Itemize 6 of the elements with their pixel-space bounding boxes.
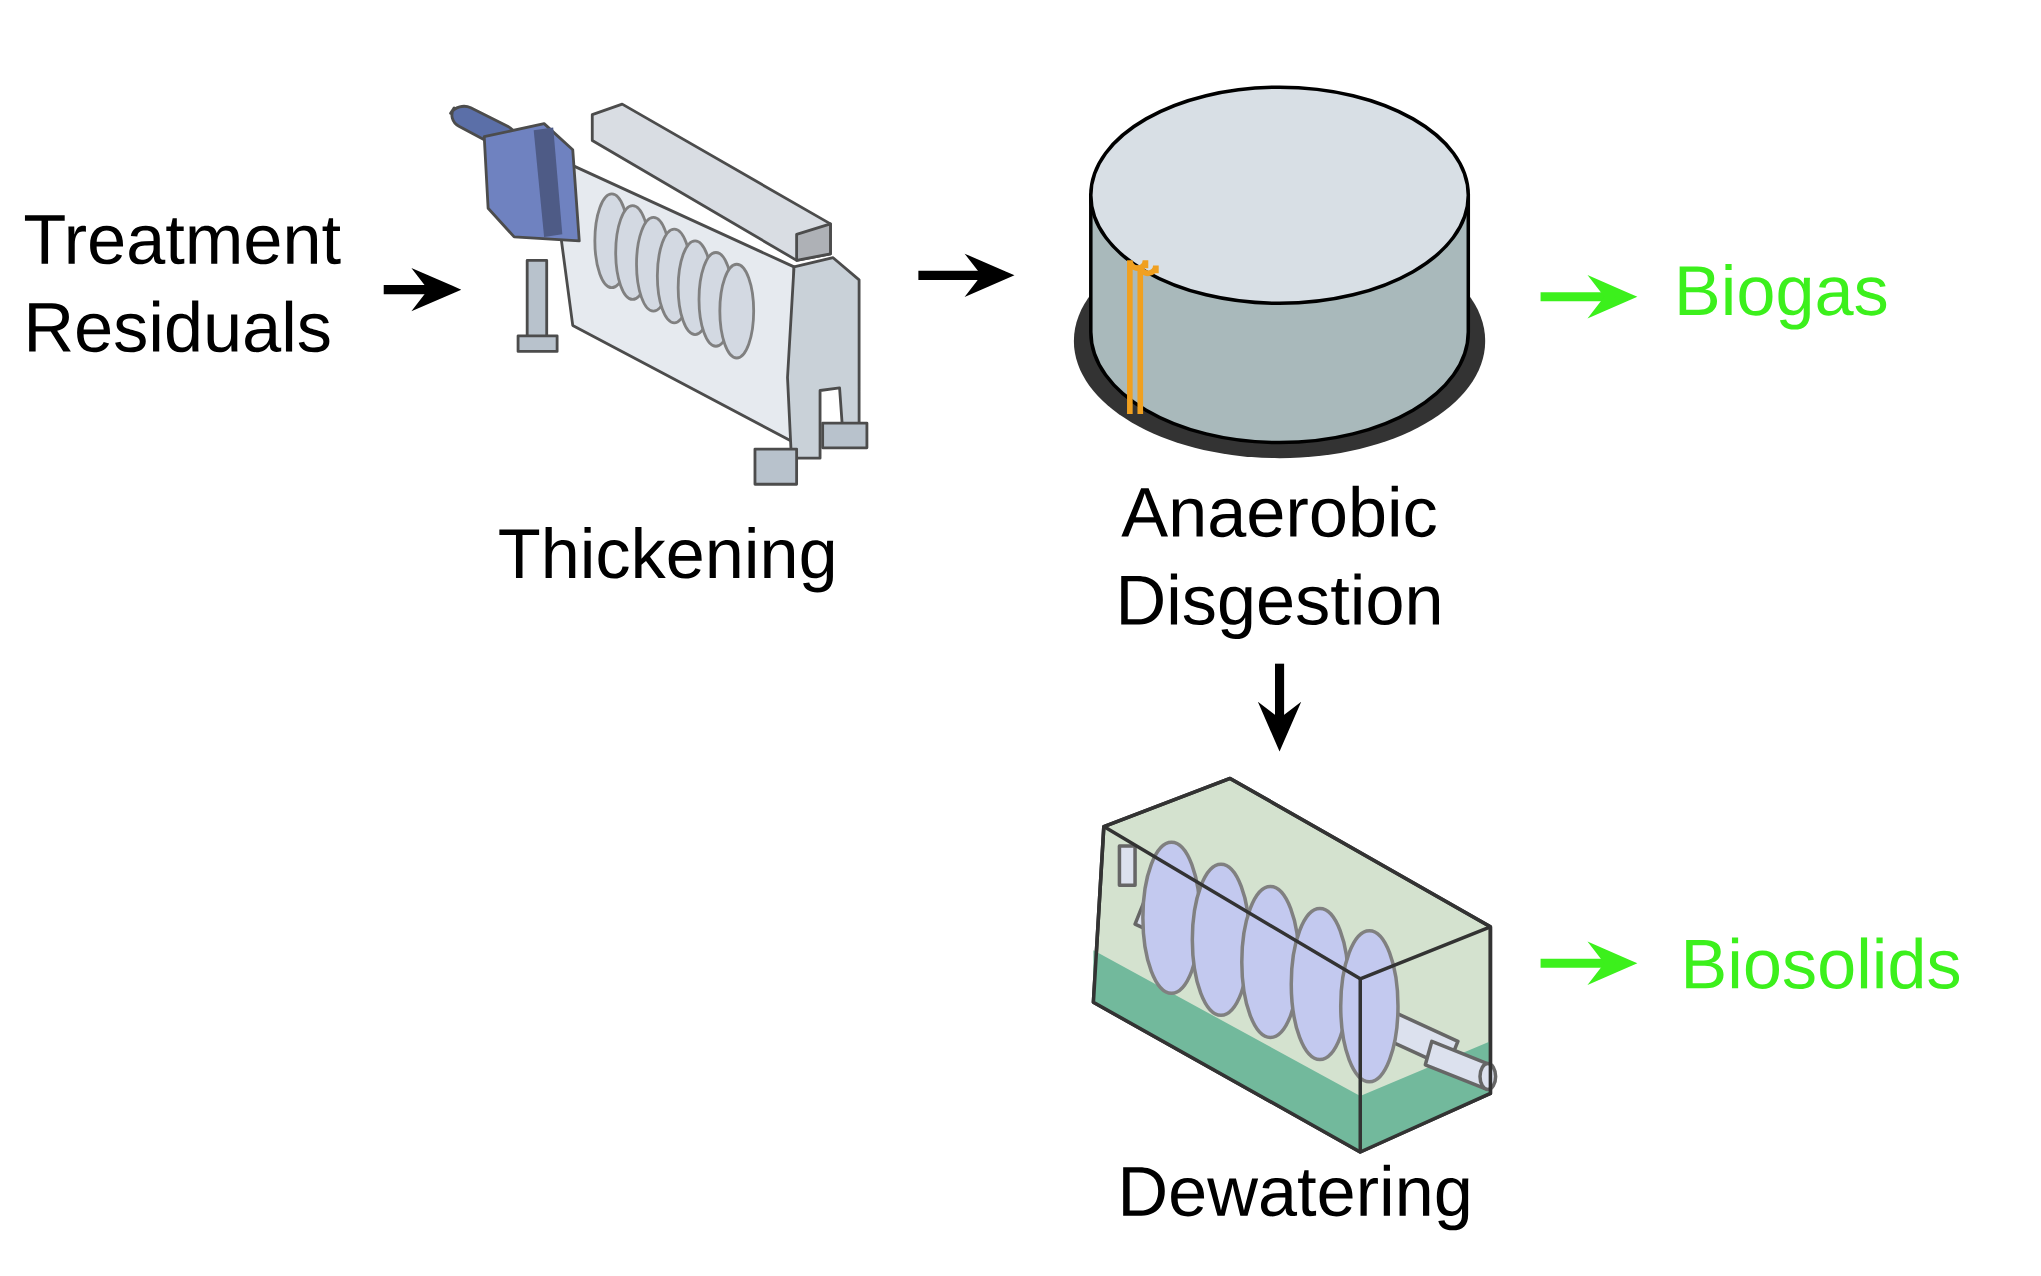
- process-label: Biosolids: [1686, 937, 1960, 990]
- process-label: Treatment Residuals: [24, 215, 341, 353]
- caption-label: Thickening: [499, 527, 834, 593]
- caption-label: Dewatering: [1123, 1164, 1469, 1231]
- process-label: Biogas: [1679, 264, 1887, 330]
- caption-label: Anaerobic Disgestion: [1121, 485, 1439, 640]
